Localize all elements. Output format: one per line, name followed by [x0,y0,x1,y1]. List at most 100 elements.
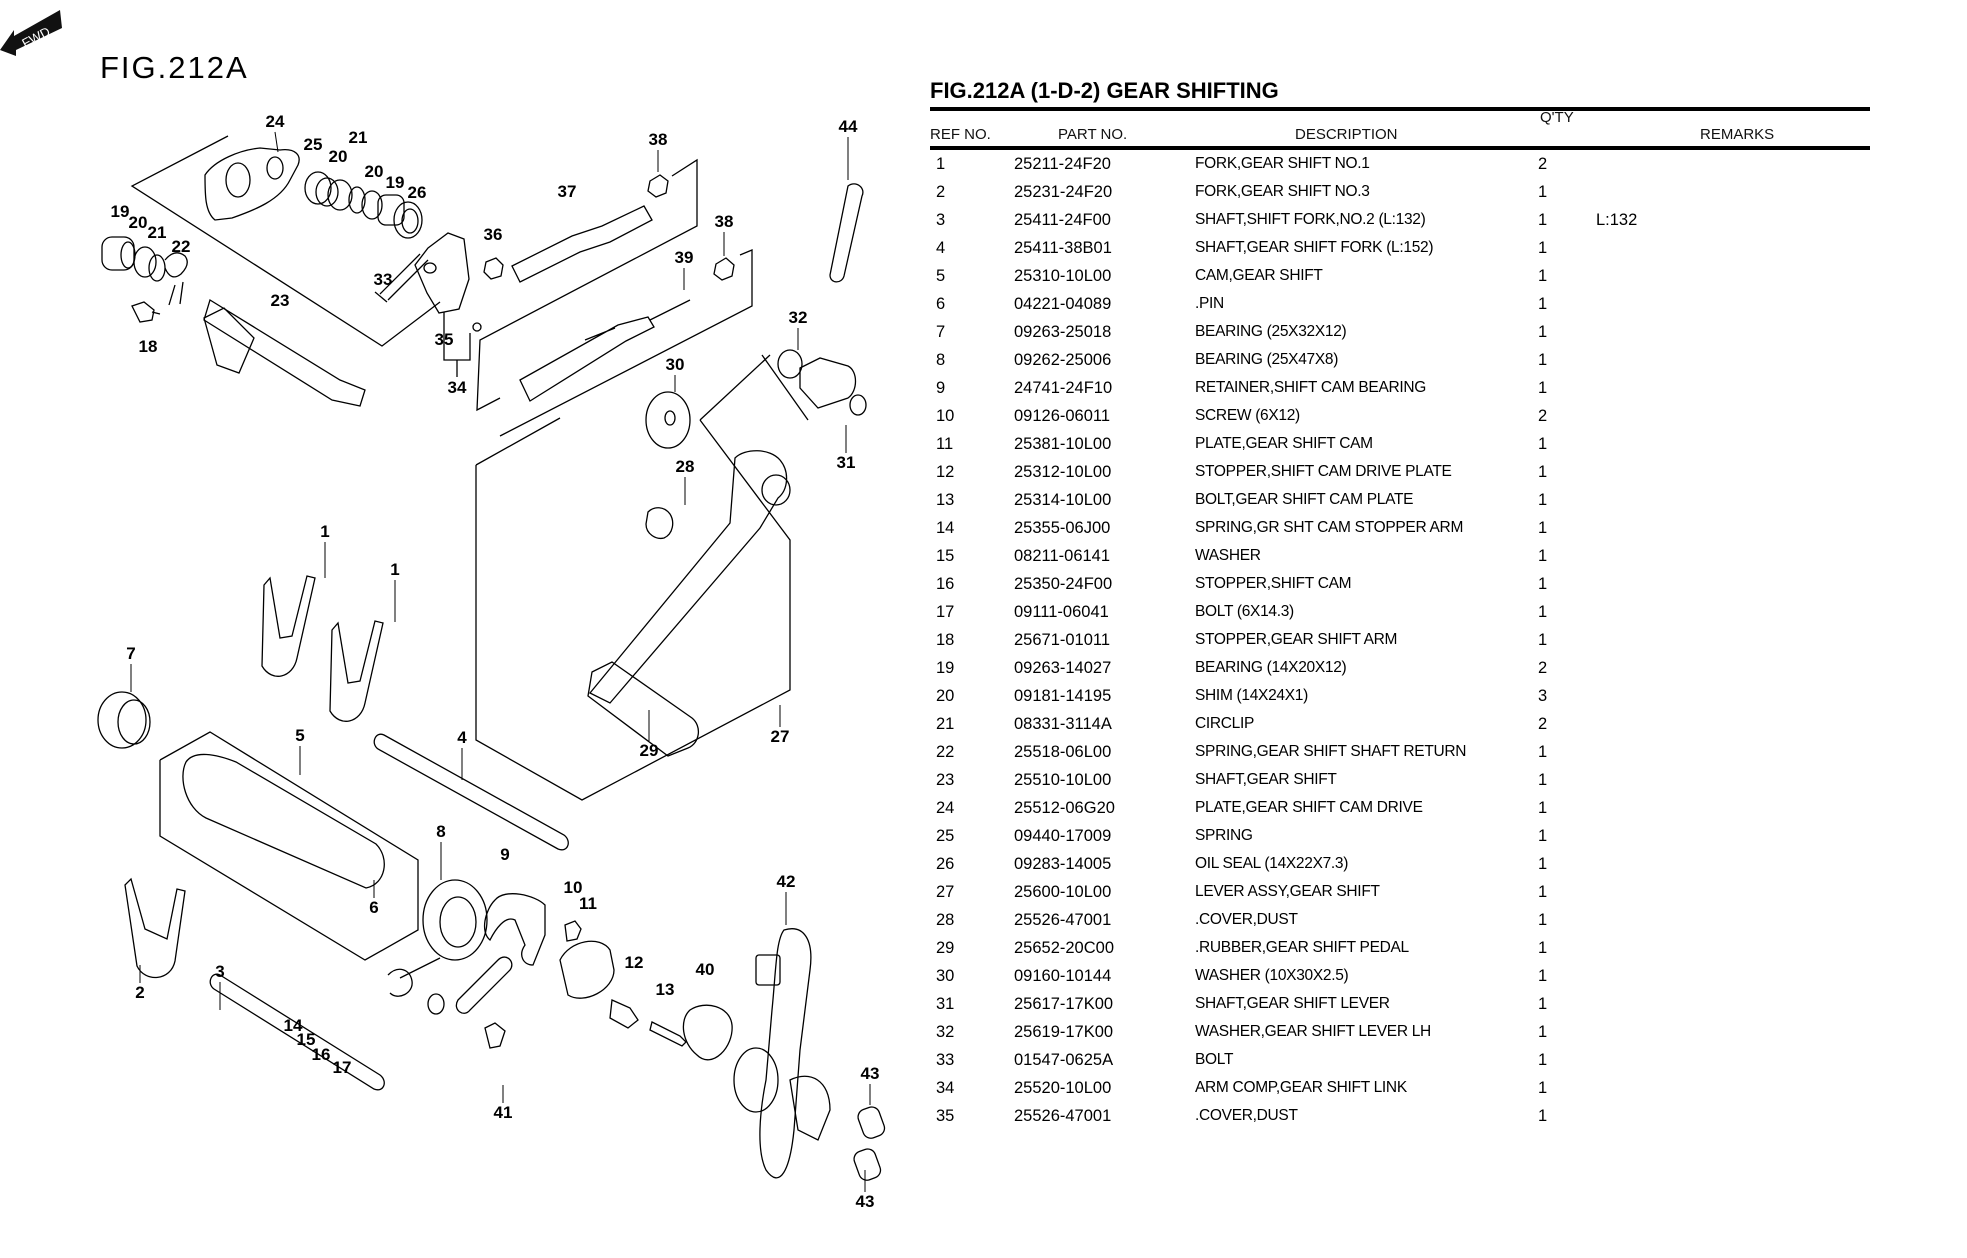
description-cell: OIL SEAL (14X22X7.3) [1195,855,1349,872]
part-washer-15 [427,993,445,1015]
qty-cell: 1 [1538,967,1548,985]
callout-ref-30: 30 [665,355,685,374]
ref-no-cell: 13 [936,491,955,509]
ref-no-cell: 15 [936,547,955,565]
ref-no-cell: 31 [936,995,955,1013]
callout-ref-43: 43 [860,1064,880,1083]
description-cell: SHIM (14X24X1) [1195,687,1308,704]
callout-ref-14: 14 [283,1016,303,1035]
parts-table: FIG.212A (1-D-2) GEAR SHIFTING REF NO. P… [930,78,1870,1132]
callout-ref-44: 44 [838,117,858,136]
callout-ref-38: 38 [648,130,668,149]
callout-ref-40: 40 [695,960,715,979]
qty-cell: 1 [1538,771,1548,789]
description-cell: WASHER [1195,547,1261,564]
ref-no-cell: 11 [936,435,954,453]
group-outline-rod [476,158,698,412]
callout-ref-20: 20 [328,147,348,166]
description-cell: .COVER,DUST [1195,1107,1298,1124]
part-fork-1b [329,620,384,722]
part-pin-44 [829,183,864,283]
description-cell: CIRCLIP [1195,715,1255,732]
callout-ref-12: 12 [624,953,644,972]
ref-no-cell: 25 [936,827,955,845]
part-no-cell: 09111-06041 [1014,603,1109,621]
part-rod-end [519,316,655,402]
part-screw-10 [564,920,582,942]
part-no-cell: 25510-10L00 [1014,771,1112,789]
description-cell: FORK,GEAR SHIFT NO.1 [1195,155,1370,172]
ref-no-cell: 8 [936,351,946,369]
callout-ref-36: 36 [483,225,503,244]
part-o-ring-41 [733,1047,779,1113]
callout-ref-26: 26 [407,183,427,202]
description-cell: .RUBBER,GEAR SHIFT PEDAL [1195,939,1409,956]
ref-no-cell: 28 [936,911,955,929]
qty-cell: 1 [1538,379,1548,397]
ref-no-cell: 20 [936,687,955,705]
ref-no-cell: 7 [936,323,946,341]
callout-ref-20: 20 [364,162,384,181]
part-no-cell: 25310-10L00 [1014,267,1112,285]
description-cell: WASHER (10X30X2.5) [1195,967,1349,984]
description-cell: SCREW (6X12) [1195,407,1300,424]
part-gear-shift-cam [182,753,385,889]
description-cell: CAM,GEAR SHIFT [1195,267,1323,284]
qty-cell: 1 [1538,1107,1548,1125]
figure-label: FIG.212A [100,50,249,85]
description-cell: STOPPER,SHIFT CAM DRIVE PLATE [1195,463,1452,480]
part-no-cell: 09283-14005 [1014,855,1112,873]
ref-no-cell: 4 [936,239,946,257]
qty-cell: 3 [1538,687,1548,705]
qty-cell: 1 [1538,183,1548,201]
part-washer-32 [777,349,803,379]
ref-no-cell: 23 [936,771,955,789]
qty-cell: 1 [1538,743,1548,761]
part-stopper-pin [131,301,161,323]
callout-ref-24: 24 [265,112,285,131]
description-cell: SPRING,GR SHT CAM STOPPER ARM [1195,519,1464,536]
part-no-cell: 25526-47001 [1014,911,1112,929]
part-no-cell: 25231-24F20 [1014,183,1113,201]
callout-ref-28: 28 [675,457,695,476]
description-cell: PLATE,GEAR SHIFT CAM [1195,435,1373,452]
table-header-rule [930,146,1870,150]
callout-ref-6: 6 [369,898,379,917]
part-nut-38b [713,257,735,281]
callout-ref-22: 22 [171,237,191,256]
description-cell: SHAFT,SHIFT FORK,NO.2 (L:132) [1195,211,1426,228]
ref-no-cell: 30 [936,967,955,985]
part-washer-30 [645,391,691,449]
part-shaft-4 [373,733,569,851]
callout-ref-21: 21 [348,128,368,147]
description-cell: BOLT (6X14.3) [1195,603,1294,620]
description-cell: RETAINER,SHIFT CAM BEARING [1195,379,1427,396]
part-no-cell: 09126-06011 [1014,407,1111,425]
description-cell: BEARING (25X32X12) [1195,323,1347,340]
part-gasket-40 [682,1004,733,1061]
description-cell: SHAFT,GEAR SHIFT [1195,771,1337,788]
part-no-cell: 09181-14195 [1014,687,1112,705]
callout-ref-37: 37 [557,182,577,201]
part-no-cell: 09263-25018 [1014,323,1112,341]
ref-no-cell: 5 [936,267,946,285]
part-stopper-12 [609,999,639,1029]
ref-no-cell: 21 [936,715,955,733]
callout-ref-33: 33 [373,270,393,289]
qty-cell: 1 [1538,295,1548,313]
ref-no-cell: 19 [936,659,955,677]
part-no-cell: 01547-0625A [1014,1051,1114,1069]
ref-no-cell: 9 [936,379,946,397]
part-no-cell: 25381-10L00 [1014,435,1112,453]
part-no-cell: 25512-06G20 [1014,799,1115,817]
part-no-cell: 25619-17K00 [1014,1023,1114,1041]
